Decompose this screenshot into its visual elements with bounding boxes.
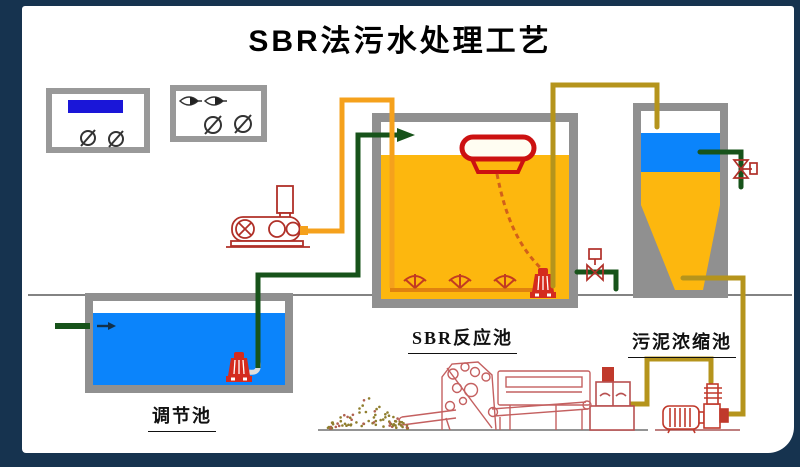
diffuser-icon bbox=[493, 274, 517, 289]
floating-decanter bbox=[459, 134, 546, 274]
sludge-cake-pile bbox=[326, 397, 410, 431]
diagram-title: SBR法污水处理工艺 bbox=[248, 25, 552, 58]
valve-icon bbox=[732, 159, 758, 179]
air-blower bbox=[226, 185, 310, 248]
air-diffusers bbox=[403, 274, 517, 289]
regulation-tank bbox=[85, 293, 293, 393]
knob-icon bbox=[204, 114, 252, 135]
valve-icon bbox=[586, 248, 604, 282]
regulation-tank-label: 调节池 bbox=[148, 402, 216, 432]
knob-icon bbox=[80, 129, 124, 148]
thickener-tank-label: 污泥浓缩池 bbox=[628, 328, 736, 358]
sludge-feeder bbox=[589, 367, 635, 431]
sludge-pump bbox=[662, 383, 729, 434]
panel-display bbox=[68, 100, 123, 113]
feed-pipe bbox=[255, 128, 415, 368]
thickener-underflow-pipe bbox=[680, 275, 746, 417]
supernatant-outlet-pipe bbox=[697, 149, 758, 190]
gauge-eye-icon bbox=[178, 96, 227, 106]
flow-arrow-icon bbox=[397, 128, 415, 142]
inlet-arrow-icon bbox=[97, 322, 116, 330]
decant-outlet-pipe bbox=[574, 248, 619, 292]
belt-filter-press bbox=[398, 361, 592, 431]
decant-hose-dashed bbox=[495, 173, 546, 274]
sludge-cone bbox=[641, 172, 720, 290]
air-pipe bbox=[308, 97, 395, 288]
diffuser-icon bbox=[403, 274, 427, 289]
sludge-thickener-tank bbox=[633, 103, 728, 298]
sludge-transfer-pipe bbox=[550, 82, 660, 289]
sbr-tank-label: SBR反应池 bbox=[408, 324, 518, 354]
diffuser-icon bbox=[448, 274, 472, 289]
control-panel-level bbox=[46, 88, 150, 153]
sludge-discharge-pipe bbox=[627, 356, 714, 407]
control-panel-gauges bbox=[170, 85, 267, 142]
